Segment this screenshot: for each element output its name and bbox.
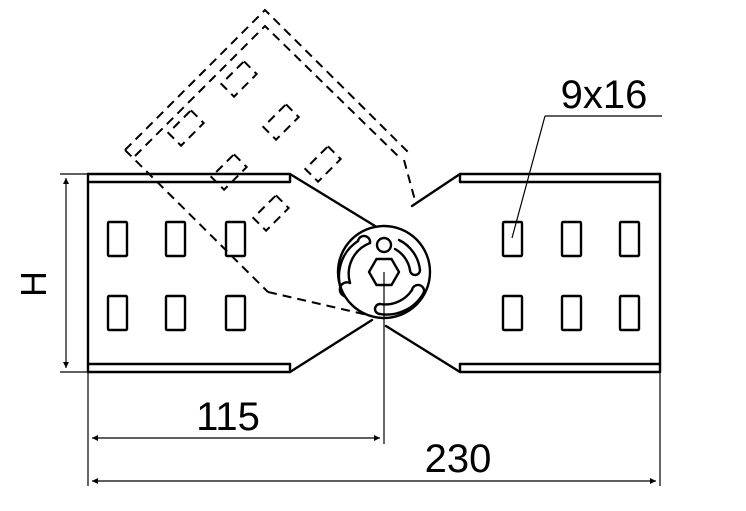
height-label: H [13,271,54,297]
slot-size-label: 9x16 [561,73,648,117]
hex-bolt [367,257,401,287]
slot-size-callout: 9x16 [511,73,662,239]
rotated-slots-dashed [166,59,343,233]
rotated-plate-dashed [124,8,417,317]
left-slots [106,220,247,332]
right-slots [501,220,641,332]
right-plate [384,172,662,374]
height-dimension: H [13,173,88,373]
half-length-dimension: 115 [87,272,385,486]
total-length-label: 230 [425,437,492,481]
left-plate [86,172,377,374]
half-length-label: 115 [196,395,260,439]
total-length-dimension: 230 [92,372,661,486]
